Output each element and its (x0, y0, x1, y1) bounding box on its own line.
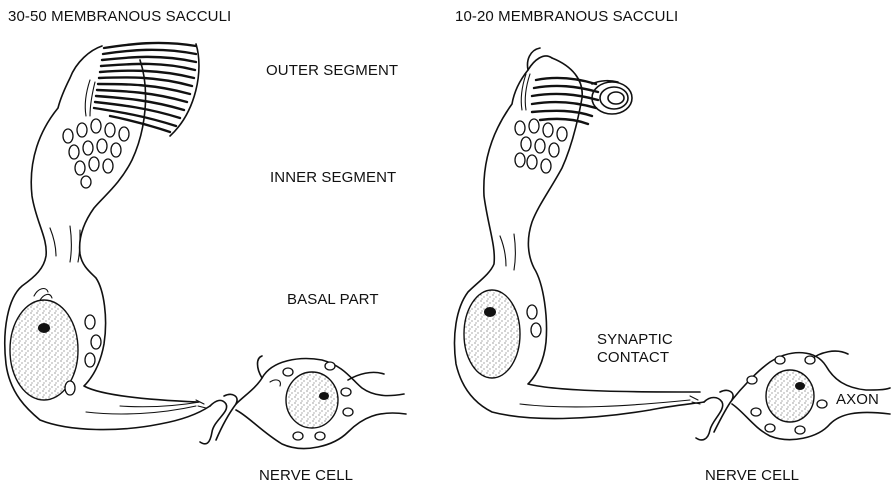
right-nucleus (464, 290, 520, 378)
left-cell-inner-contour (80, 60, 198, 402)
left-synaptic-terminal (196, 394, 237, 443)
left-nerve-cell (236, 356, 406, 448)
nerve-cell-right-label: NERVE CELL (705, 467, 799, 485)
inner-segment-label: INNER SEGMENT (270, 169, 396, 187)
left-photoreceptor-cell (5, 43, 406, 449)
left-outer-segment-sacculi (94, 43, 199, 136)
right-nerve-cell-nucleus (766, 370, 814, 422)
right-title-label: 10-20 MEMBRANOUS SACCULI (455, 8, 678, 26)
synaptic-contact-label: SYNAPTIC CONTACT (597, 331, 673, 367)
left-mitochondria-cluster (63, 119, 129, 188)
right-synaptic-terminal (690, 390, 733, 440)
left-nerve-cell-nucleus (286, 372, 338, 428)
right-mitochondria-cluster (515, 119, 567, 173)
synaptic-contact-line1: SYNAPTIC (597, 331, 673, 349)
basal-part-label: BASAL PART (287, 291, 379, 309)
outer-segment-label: OUTER SEGMENT (266, 62, 398, 80)
nerve-cell-left-label: NERVE CELL (259, 467, 353, 485)
axon-label: AXON (836, 391, 879, 409)
left-title-label: 30-50 MEMBRANOUS SACCULI (8, 8, 231, 26)
synaptic-contact-line2: CONTACT (597, 349, 673, 367)
right-photoreceptor-cell (455, 48, 891, 440)
